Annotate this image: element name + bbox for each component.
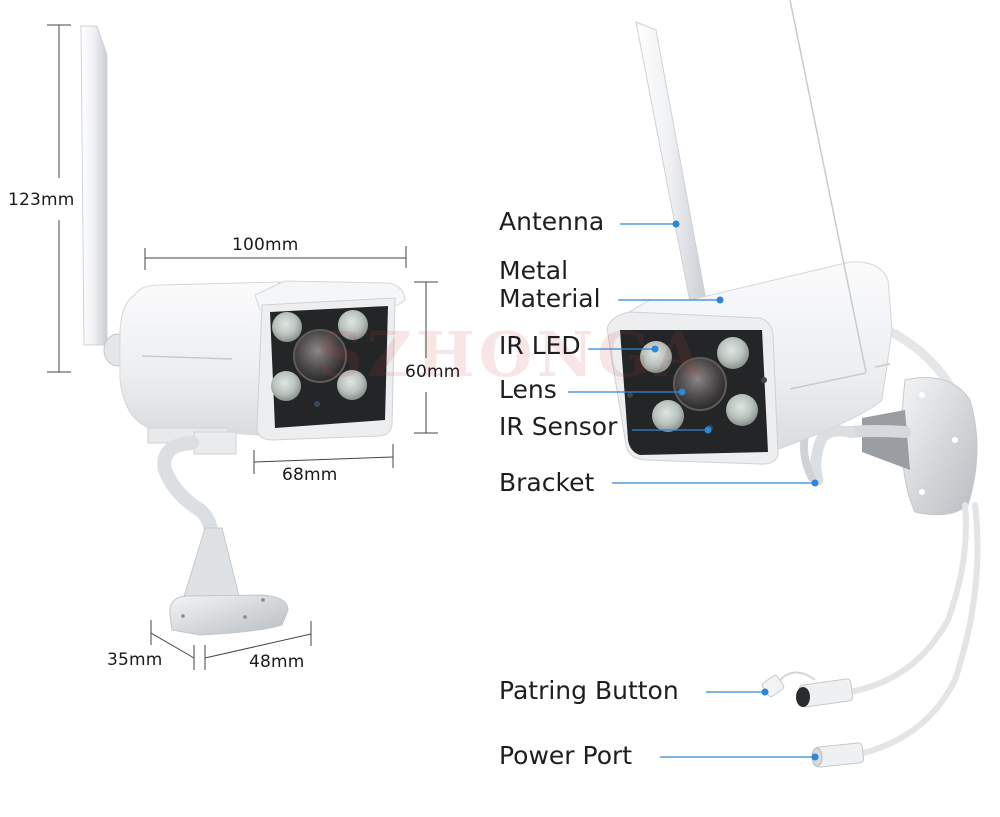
dimension-body-height: 60mm: [405, 362, 461, 382]
watermark: SZHONGA: [318, 318, 707, 391]
dimension-lines: [47, 24, 438, 670]
dimension-front-width: 68mm: [282, 465, 338, 485]
callout-lines: [568, 220, 819, 761]
right-wall-plate: [901, 377, 978, 516]
right-antenna: [635, 21, 707, 303]
callout-lens: Lens: [499, 375, 557, 404]
left-camera: [80, 25, 406, 636]
left-antenna: [80, 25, 108, 346]
right-camera-body: [613, 261, 893, 453]
callout-metal-material-line1: Metal: [499, 256, 569, 285]
left-base: [169, 594, 289, 636]
dimension-body-length: 100mm: [232, 235, 299, 255]
callout-bracket: Bracket: [499, 468, 595, 497]
dimension-base-depth: 35mm: [107, 650, 163, 670]
right-bracket: [810, 425, 856, 486]
network-cable: [847, 502, 969, 695]
callout-ir-led: IR LED: [499, 331, 581, 360]
left-bracket: [157, 436, 219, 612]
right-camera: [606, 0, 981, 768]
callout-pairing-button: Patring Button: [499, 676, 679, 705]
callout-metal-material-line2: Material: [499, 284, 601, 313]
callout-ir-sensor: IR Sensor: [499, 412, 618, 441]
left-ir-led: [272, 312, 302, 342]
callout-antenna: Antenna: [499, 207, 605, 236]
power-cable: [852, 502, 981, 758]
right-lens: [673, 357, 727, 411]
dimension-antenna-height: 123mm: [8, 190, 75, 210]
callout-power-port: Power Port: [499, 741, 633, 770]
left-lens: [293, 329, 347, 383]
dimension-base-width: 48mm: [249, 652, 305, 672]
